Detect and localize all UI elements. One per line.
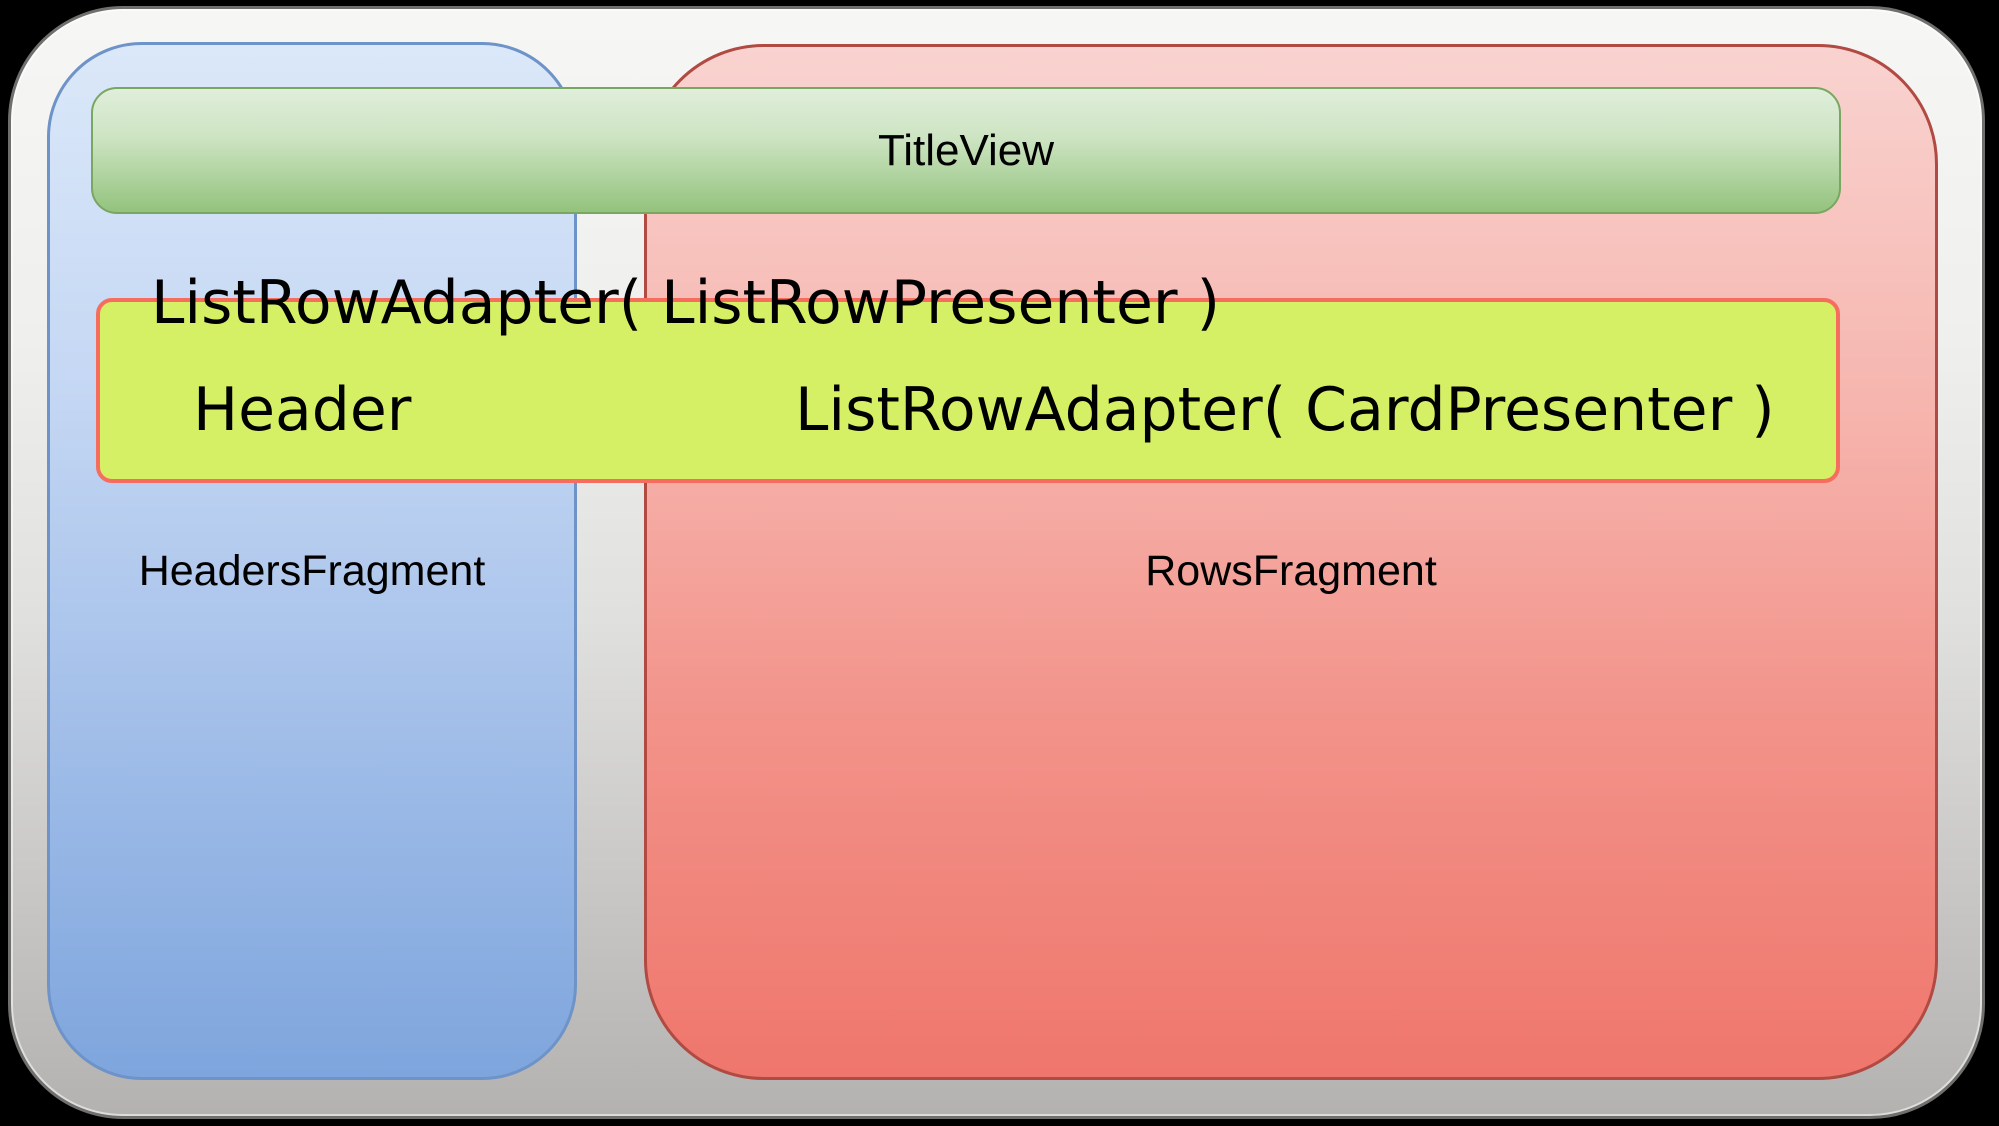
- title-view-bar: TitleView: [91, 87, 1841, 214]
- rows-fragment-box: [644, 44, 1938, 1080]
- list-row-adapter-box: [96, 298, 1840, 483]
- headers-fragment-label: HeadersFragment: [138, 547, 486, 595]
- card-presenter-text: ListRowAdapter( CardPresenter ): [795, 375, 1775, 445]
- rows-fragment-label: RowsFragment: [1145, 547, 1437, 595]
- browse-fragment-container: TitleView ListRowAdapter( ListRowPresent…: [8, 6, 1985, 1119]
- title-view-label: TitleView: [877, 125, 1055, 175]
- header-label: Header: [193, 375, 412, 445]
- list-row-presenter-text: ListRowAdapter( ListRowPresenter ): [151, 268, 1221, 338]
- headers-fragment-box: [47, 42, 577, 1080]
